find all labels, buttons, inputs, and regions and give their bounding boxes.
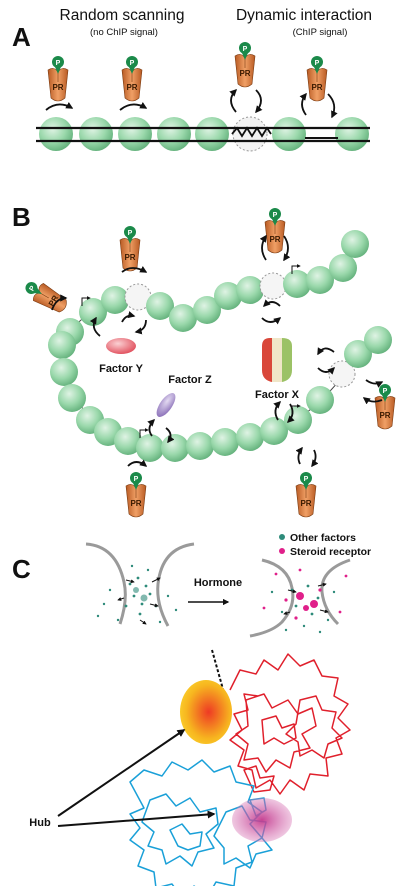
svg-text:P: P: [29, 285, 38, 293]
receptor-a1: P PR: [47, 55, 69, 102]
panel-a: A Random scanning (no ChIP signal) Dynam…: [12, 7, 372, 152]
receptor-a4: P PR: [306, 55, 328, 102]
blue-chromatin: [129, 759, 273, 886]
hub-left: [180, 680, 232, 744]
svg-text:P: P: [128, 230, 133, 237]
factor-y-shape: [106, 338, 136, 354]
factor-z-shape: [156, 393, 176, 417]
heading-random-scanning: Random scanning: [60, 7, 185, 24]
panel-c-letter: C: [12, 554, 31, 584]
legend-other-factors: Other factors: [290, 532, 356, 544]
svg-text:PR: PR: [124, 253, 135, 262]
hub-right: [232, 798, 292, 842]
arrows-b: [51, 234, 384, 468]
receptor-a2: P PR: [121, 55, 143, 102]
svg-text:P: P: [273, 212, 278, 219]
inset-before-hormone: [85, 542, 195, 627]
nucleosome-chain-b: [48, 230, 392, 462]
legend-steroid-dot: [279, 548, 285, 554]
receptor-b6: P PR: [374, 383, 396, 430]
panel-c: C Other factors Steroid receptor: [12, 532, 371, 886]
svg-text:PR: PR: [52, 83, 63, 92]
hormone-label: Hormone: [194, 577, 242, 589]
svg-text:P: P: [130, 60, 135, 67]
factor-x-shape: [262, 338, 292, 382]
svg-text:PR: PR: [311, 83, 322, 92]
receptor-b2: P PR: [264, 207, 286, 254]
svg-text:P: P: [56, 60, 61, 67]
tss-flags-b: [81, 264, 301, 438]
panel-b: B Factor Y Factor Z: [12, 202, 396, 518]
receptor-b4: P PR: [125, 471, 147, 518]
dotted-connector: [211, 649, 227, 701]
hub-arrow-lower: [57, 810, 216, 827]
svg-text:PR: PR: [379, 411, 390, 420]
inset-after-hormone: [249, 558, 351, 638]
red-chromatin: [229, 653, 351, 795]
svg-text:PR: PR: [239, 69, 250, 78]
svg-text:PR: PR: [126, 83, 137, 92]
svg-text:P: P: [383, 388, 388, 395]
svg-text:P: P: [304, 476, 309, 483]
svg-text:P: P: [134, 476, 139, 483]
svg-text:PR: PR: [269, 235, 280, 244]
svg-text:P: P: [243, 46, 248, 53]
factor-x-label: Factor X: [255, 389, 300, 401]
receptor-b3: P PR: [20, 275, 71, 317]
heading-dynamic-interaction: Dynamic interaction: [236, 7, 372, 24]
receptor-a3: P PR: [234, 41, 256, 88]
svg-text:PR: PR: [300, 499, 311, 508]
factor-y-label: Factor Y: [99, 363, 143, 375]
sub-no-chip-signal: (no ChIP signal): [90, 27, 158, 38]
hub-arrow-upper: [57, 729, 186, 817]
nucleosome-array-a: [36, 116, 370, 152]
svg-text:PR: PR: [130, 499, 141, 508]
legend-other-dot: [279, 534, 285, 540]
receptor-b1: P PR: [119, 225, 141, 272]
panel-a-letter: A: [12, 22, 31, 52]
svg-text:P: P: [315, 60, 320, 67]
hub-label: Hub: [29, 817, 51, 829]
sub-chip-signal: (ChIP signal): [293, 27, 348, 38]
panel-b-letter: B: [12, 202, 31, 232]
legend-steroid-receptor: Steroid receptor: [290, 546, 371, 558]
arrows-a: [45, 88, 338, 119]
receptor-b5: P PR: [295, 471, 317, 518]
factor-z-label: Factor Z: [168, 374, 212, 386]
